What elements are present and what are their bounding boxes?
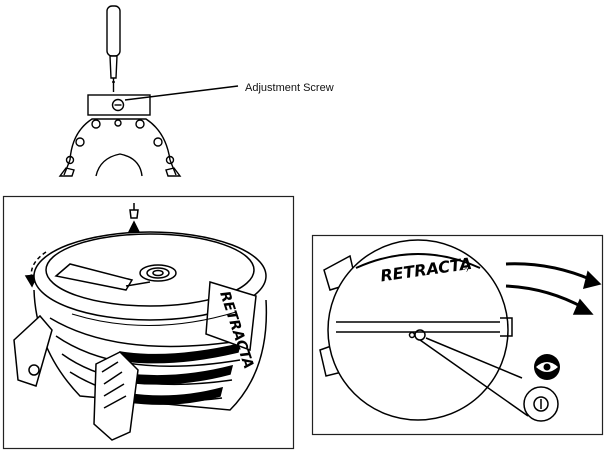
screwdriver-icon	[54, 263, 151, 291]
brand-tagline: by	[462, 265, 470, 272]
panel-align-cap: RETRACTA by	[311, 234, 604, 436]
adjustment-screw-label: Adjustment Screw	[245, 82, 334, 94]
top-figure	[58, 5, 239, 177]
eye-icon	[534, 354, 560, 380]
panel-remove-cap: RETRACTA	[2, 195, 295, 450]
screw-icon	[111, 98, 125, 112]
screwdriver-icon	[106, 5, 121, 92]
callout-leader	[124, 85, 239, 101]
screw-icon	[533, 396, 549, 412]
